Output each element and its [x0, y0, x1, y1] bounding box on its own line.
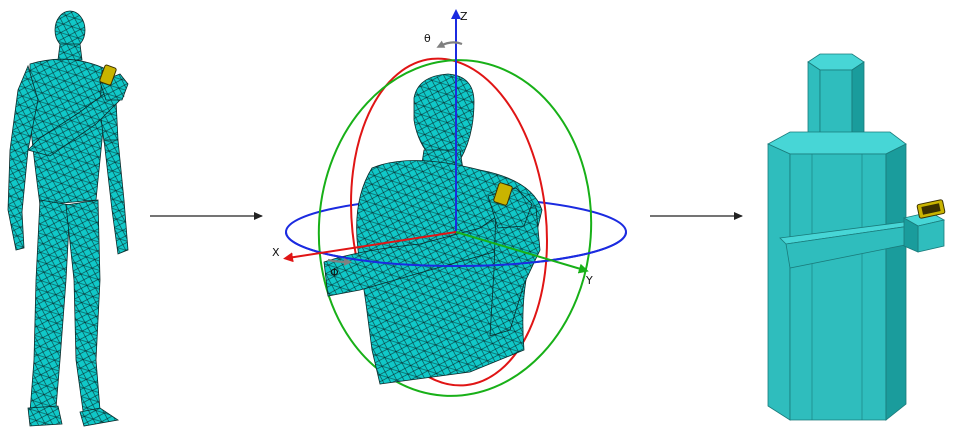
- xz-orbit-ring: [350, 57, 548, 387]
- phi-label: Φ: [330, 266, 339, 279]
- left-leg-shape: [29, 199, 71, 413]
- x-axis-label: X: [272, 246, 280, 259]
- phone-icon: [493, 182, 513, 206]
- torso-coordinate-model: Z X Y θ Φ: [272, 9, 627, 397]
- box-body-right-face: [885, 143, 907, 421]
- left-arm-shape: [7, 64, 39, 251]
- box-shoulder-top: [767, 131, 907, 155]
- box-hand-side: [903, 217, 919, 253]
- head-shape: [54, 10, 86, 50]
- left-foot-shape: [27, 405, 63, 427]
- right-foot-shape: [79, 407, 120, 427]
- full-body-mesh-model: [7, 10, 129, 427]
- z-axis-label: Z: [460, 10, 468, 23]
- y-axis: [455, 231, 589, 274]
- phone-icon: [99, 64, 117, 86]
- x-axis: [283, 231, 457, 263]
- box-hand-front: [917, 219, 945, 253]
- right-leg-shape: [65, 199, 101, 419]
- theta-label: θ: [424, 32, 431, 45]
- right-lower-arm-shape: [103, 139, 129, 255]
- box-body-left-face: [767, 143, 791, 421]
- theta-arc: [436, 40, 463, 48]
- simplified-box-model: [767, 53, 946, 421]
- yz-orbit-ring: [317, 59, 593, 397]
- phone-screen: [921, 203, 941, 215]
- box-body-front-face: [789, 153, 887, 421]
- phi-arc: [327, 257, 352, 266]
- y-axis-label: Y: [585, 274, 593, 287]
- torso-upper-arm-shape: [489, 207, 541, 337]
- neck-shape: [57, 43, 83, 61]
- horizontal-orbit-front: [285, 231, 627, 267]
